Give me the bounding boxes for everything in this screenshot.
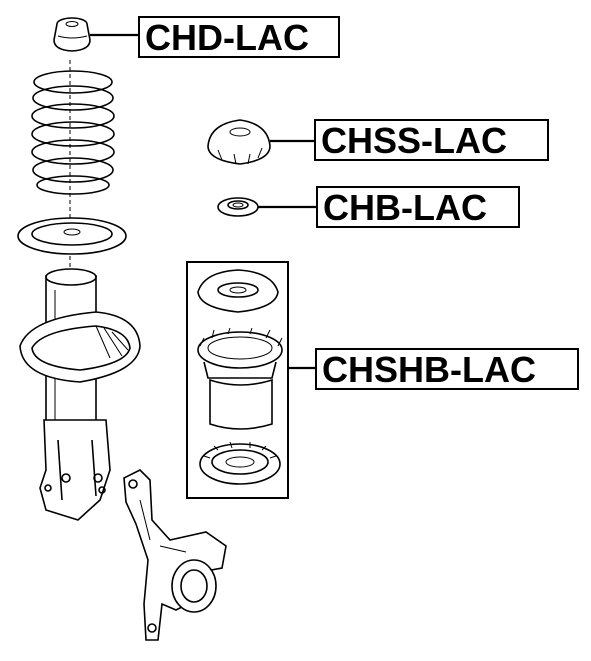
lower-spring-seat (19, 311, 141, 383)
lower-boot-insulator (199, 441, 281, 485)
part-label-chshb: CHSHB-LAC (315, 348, 579, 390)
steering-knuckle (123, 469, 227, 641)
part-label-chb: CHB-LAC (316, 186, 520, 228)
strut-bracket (39, 419, 111, 521)
boot-kit-frame (186, 261, 289, 499)
dust-boot (197, 327, 283, 430)
upper-boot-insulator (197, 269, 279, 313)
upper-spring-seat (17, 217, 127, 255)
bump-stop-cap (53, 17, 91, 52)
part-label-chss: CHSS-LAC (314, 119, 549, 161)
part-label-chd: CHD-LAC (138, 16, 340, 58)
strut-mount (207, 119, 271, 165)
coil-spring (31, 70, 115, 195)
strut-bearing (217, 197, 259, 217)
